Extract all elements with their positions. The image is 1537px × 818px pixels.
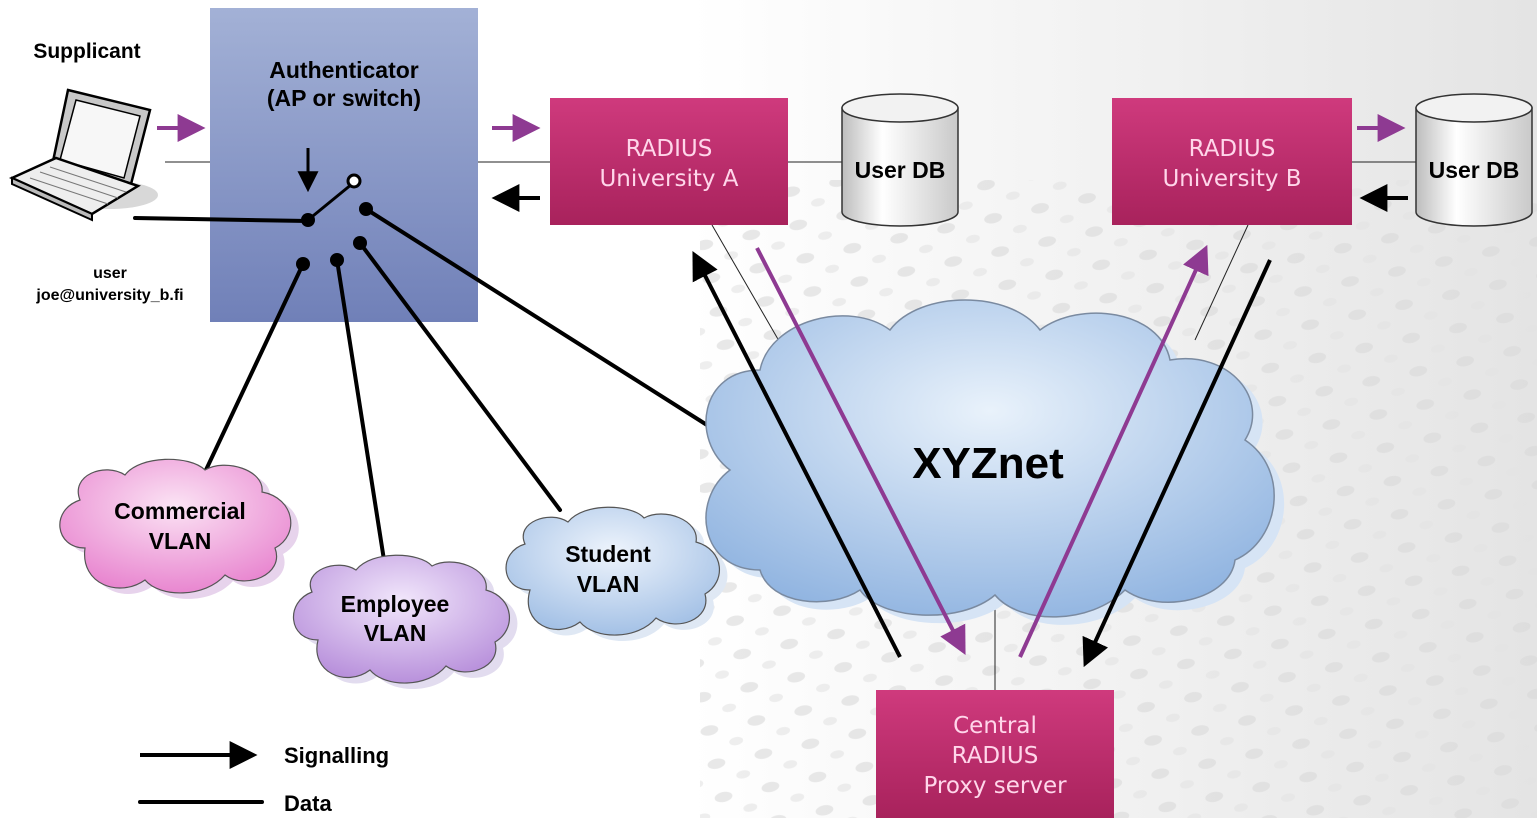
user-db-b-cylinder [1415,93,1533,227]
legend [138,741,264,804]
employee-vlan-line2: VLAN [364,620,427,646]
radius-university-b-box [1112,98,1352,225]
supplicant-label: Supplicant [33,40,140,63]
short-arrows [157,114,1408,212]
central-radius-proxy-box [876,690,1114,818]
radius-b-line1: RADIUS [1189,136,1276,162]
central-line2: RADIUS [952,743,1039,769]
data-lines [133,207,720,562]
central-line3: Proxy server [923,773,1067,799]
student-vlan-line1: Student [565,541,651,567]
central-line1: Central [953,713,1037,739]
employee-vlan-cloud [293,554,518,690]
xyznet-label: XYZnet [912,439,1064,488]
user-db-a-label: User DB [855,157,946,183]
employee-vlan-line1: Employee [341,591,450,617]
radius-university-a-box [550,98,788,225]
radius-a-line1: RADIUS [626,136,713,162]
commercial-vlan-cloud [59,458,299,599]
authenticator-box [210,8,478,322]
radius-a-line2: University A [599,166,738,192]
user-db-a-cylinder [841,93,959,227]
commercial-vlan-line1: Commercial [114,498,246,524]
user-label-line1: user [93,265,127,282]
legend-signalling-label: Signalling [284,743,389,768]
authenticator-label-line2: (AP or switch) [267,85,421,111]
signalling-arrows [692,244,1272,668]
student-vlan-line2: VLAN [577,571,640,597]
thin-links [165,161,1416,690]
user-label-line2: joe@university_b.fi [35,287,183,304]
student-vlan-cloud [505,506,728,642]
user-db-b-label: User DB [1429,157,1520,183]
legend-data-label: Data [284,791,332,816]
laptop-icon [8,88,158,222]
radius-b-line2: University B [1162,166,1301,192]
authenticator-label-line1: Authenticator [269,57,419,83]
commercial-vlan-line2: VLAN [149,528,212,554]
